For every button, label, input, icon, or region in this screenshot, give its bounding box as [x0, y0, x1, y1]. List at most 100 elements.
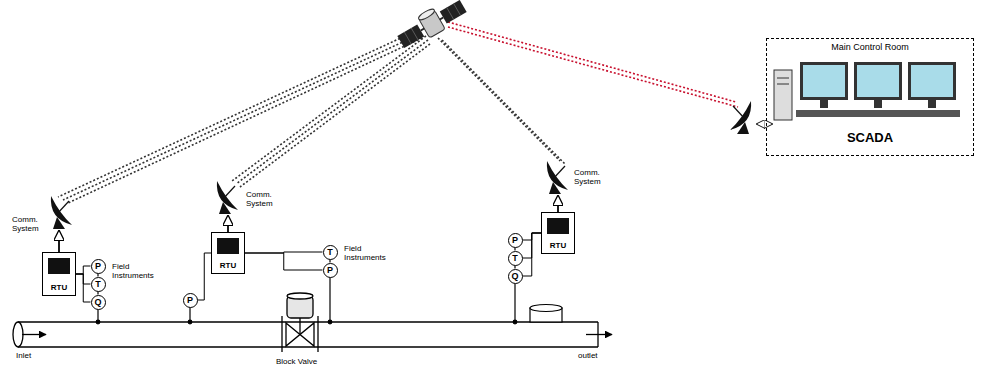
instrument-circle: T [91, 277, 106, 292]
comm-system: Comm. System [542, 160, 572, 196]
instrument-label: Field Instruments [112, 262, 166, 280]
node-text: P [95, 262, 101, 271]
tank-part [530, 305, 562, 312]
node-text: Q [94, 298, 101, 307]
node-text: T [327, 248, 333, 257]
comm-system: Comm. System [212, 180, 246, 216]
workstation-part [857, 65, 899, 97]
signal-wire [198, 253, 212, 300]
node-text: P [187, 296, 193, 305]
pipeline-part [18, 346, 598, 347]
satellite-part [397, 24, 424, 48]
flow-arrow [586, 334, 612, 335]
satellite-part [440, 0, 467, 24]
instrument-circle: P [183, 293, 198, 308]
satellite-part [411, 28, 418, 40]
signal-wire [523, 233, 542, 276]
instrument-circle: P [508, 233, 523, 248]
node-text: Q [511, 272, 518, 281]
link-arrow [557, 196, 559, 212]
satellite-beams [58, 30, 565, 203]
instrument-label: Field Instruments [344, 244, 398, 262]
process-tap-part [188, 320, 192, 324]
workstation [774, 62, 960, 120]
rtu-box: RTU [42, 252, 76, 296]
satellite-downlink-part [448, 27, 738, 107]
flow-arrow [22, 334, 46, 335]
node-text: RTU [542, 242, 574, 250]
instrument-circle: P [91, 259, 106, 274]
process-tap-part [513, 320, 517, 324]
satellite [394, 0, 469, 52]
pipeline-part [18, 321, 598, 322]
satellite-beams-part [438, 38, 560, 161]
instrument-circle: Q [91, 295, 106, 310]
workstation-part [820, 100, 828, 108]
node-text: T [95, 280, 101, 289]
dish-antenna-part [51, 196, 72, 229]
satellite-beams-part [68, 38, 422, 203]
satellite-part [447, 7, 454, 19]
workstation-part [774, 70, 792, 120]
dish-antenna-part [547, 161, 568, 194]
node-text: T [512, 254, 518, 263]
valve-label: Block Valve [276, 357, 336, 366]
satellite-beams-part [240, 44, 430, 187]
process-tap-part [514, 284, 515, 323]
block-valve [282, 293, 318, 352]
process-tap-part [329, 278, 330, 323]
signal-wire [76, 266, 91, 274]
node-text: RTU [43, 284, 75, 292]
satellite-part [454, 3, 461, 15]
node-text: Comm. System [246, 190, 286, 208]
instrument-circle: Q [508, 269, 523, 284]
comm-system: Comm. System [12, 195, 70, 231]
node-text: Comm. System [12, 215, 48, 233]
process-tap-part [328, 320, 332, 324]
workstation-part [874, 100, 882, 108]
dish-antenna-part [217, 181, 238, 214]
link-arrow [58, 231, 60, 252]
block-valve-part [299, 318, 300, 334]
link-arrow [227, 216, 229, 232]
pipeline-part [13, 322, 23, 347]
tank [530, 305, 562, 323]
workstation-part [777, 84, 789, 85]
process-tap [96, 248, 517, 324]
workstation-part [796, 110, 960, 117]
flow-label: outlet [578, 351, 618, 360]
node-text: Comm. System [574, 168, 614, 186]
instrument-circle: T [508, 251, 523, 266]
signal-wire [76, 274, 91, 302]
satellite-downlink-part [448, 22, 736, 102]
satellite-beams-part [58, 30, 418, 197]
process-tap-part [96, 320, 100, 324]
block-valve-part [317, 316, 318, 352]
dish-antenna [51, 101, 751, 229]
pipeline [13, 322, 598, 347]
satellite-part [404, 32, 411, 44]
flow-label: Inlet [16, 351, 56, 360]
workstation-part [908, 62, 956, 100]
node-text: RTU [212, 262, 244, 270]
block-valve-part [281, 316, 282, 352]
link-arrow [757, 123, 772, 125]
workstation-part [803, 65, 845, 97]
satellite-beams-part [236, 40, 428, 184]
instrument-circle: T [323, 245, 338, 260]
workstation-part [854, 62, 902, 100]
control-room-box: Main Control RoomSCADA [766, 38, 974, 156]
room-heading: Main Control Room [767, 42, 973, 52]
workstation-part [800, 62, 848, 100]
rtu-box: RTU [211, 232, 245, 274]
block-valve-part [287, 293, 313, 299]
node-text: P [512, 236, 518, 245]
workstation-part [911, 65, 953, 97]
satellite-downlink [448, 22, 738, 107]
node-text: P [327, 266, 333, 275]
workstation-part [928, 100, 936, 108]
rtu-box: RTU [541, 212, 575, 254]
